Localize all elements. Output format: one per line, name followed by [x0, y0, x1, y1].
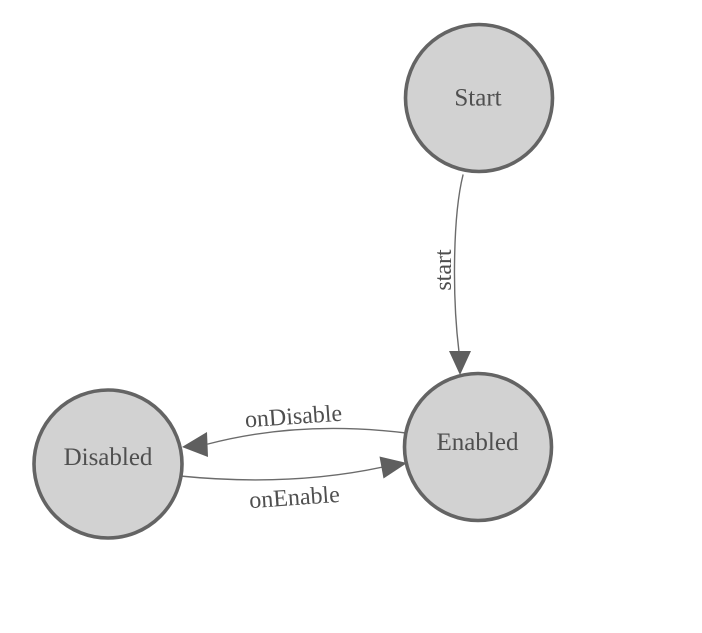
arrowhead-left-icon [182, 432, 208, 457]
edge-start-line [453, 174, 464, 353]
edge-onenable-line [179, 466, 384, 481]
state-node-disabled[interactable]: Disabled [32, 388, 184, 540]
state-node-disabled-label: Disabled [64, 444, 153, 471]
state-node-start-circle[interactable] [403, 22, 555, 174]
state-node-enabled[interactable]: Enabled [402, 371, 554, 523]
state-node-enabled-circle[interactable] [402, 371, 554, 523]
edge-start-to-enabled: start [431, 174, 471, 375]
edge-label-onenable: onEnable [248, 482, 340, 514]
state-node-enabled-label: Enabled [437, 429, 519, 456]
arrowhead-down-icon [449, 351, 471, 375]
edge-disabled-to-enabled: onEnable [179, 456, 407, 514]
state-node-start-label: Start [454, 85, 501, 112]
state-node-start[interactable]: Start [403, 22, 555, 174]
arrowhead-right-icon [379, 456, 407, 479]
state-node-disabled-circle[interactable] [32, 388, 184, 540]
edge-enabled-to-disabled: onDisable [182, 401, 407, 457]
edge-label-start: start [431, 249, 457, 291]
edge-ondisable-line [207, 427, 407, 445]
